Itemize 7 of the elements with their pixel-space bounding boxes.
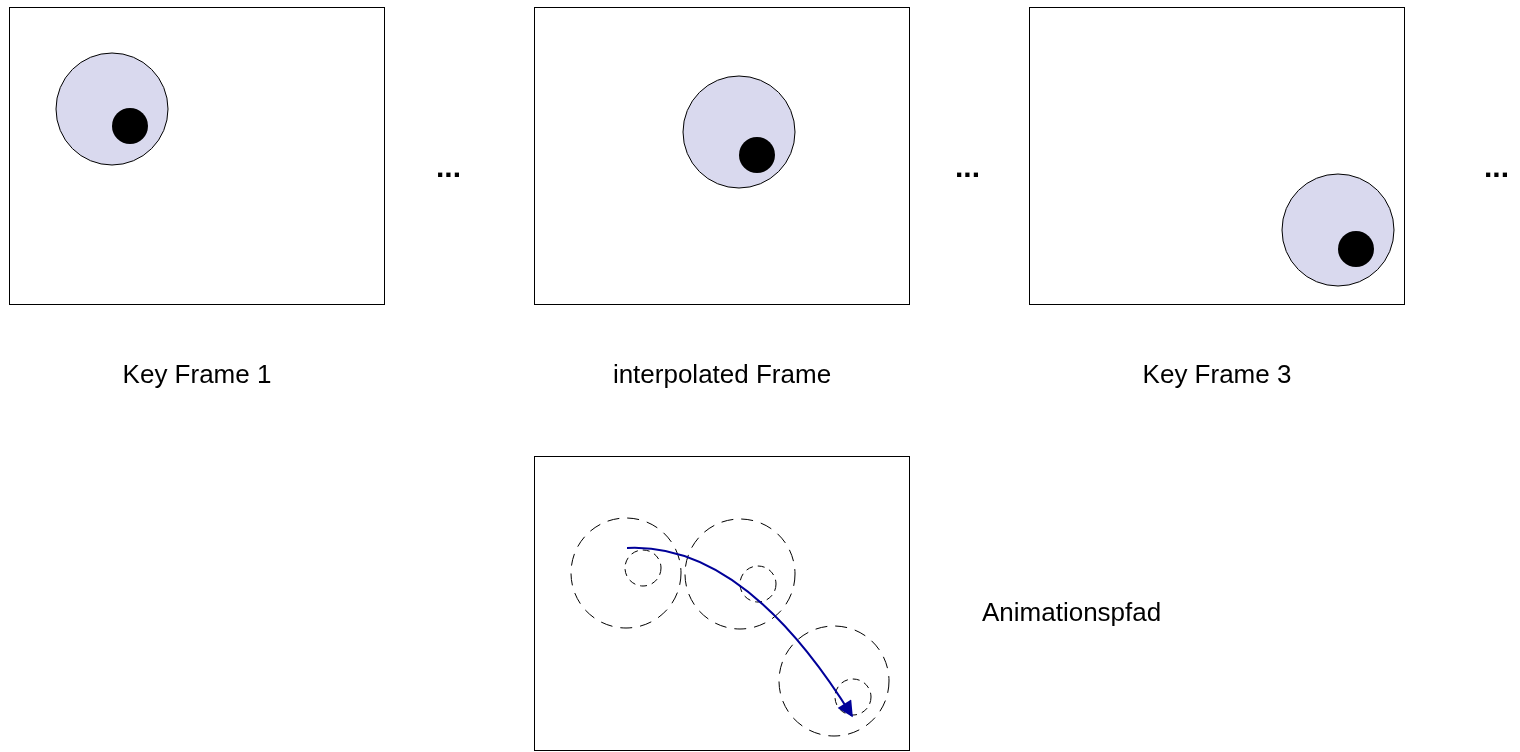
frame-caption: Animationspfad (982, 597, 1162, 628)
frame-caption: Key Frame 1 (121, 359, 273, 390)
ellipsis: ... (955, 150, 980, 184)
frame-caption: Key Frame 3 (1141, 359, 1293, 390)
frame-caption: interpolated Frame (611, 359, 833, 390)
ellipsis: ... (436, 150, 461, 184)
ellipsis: ... (1484, 150, 1509, 184)
